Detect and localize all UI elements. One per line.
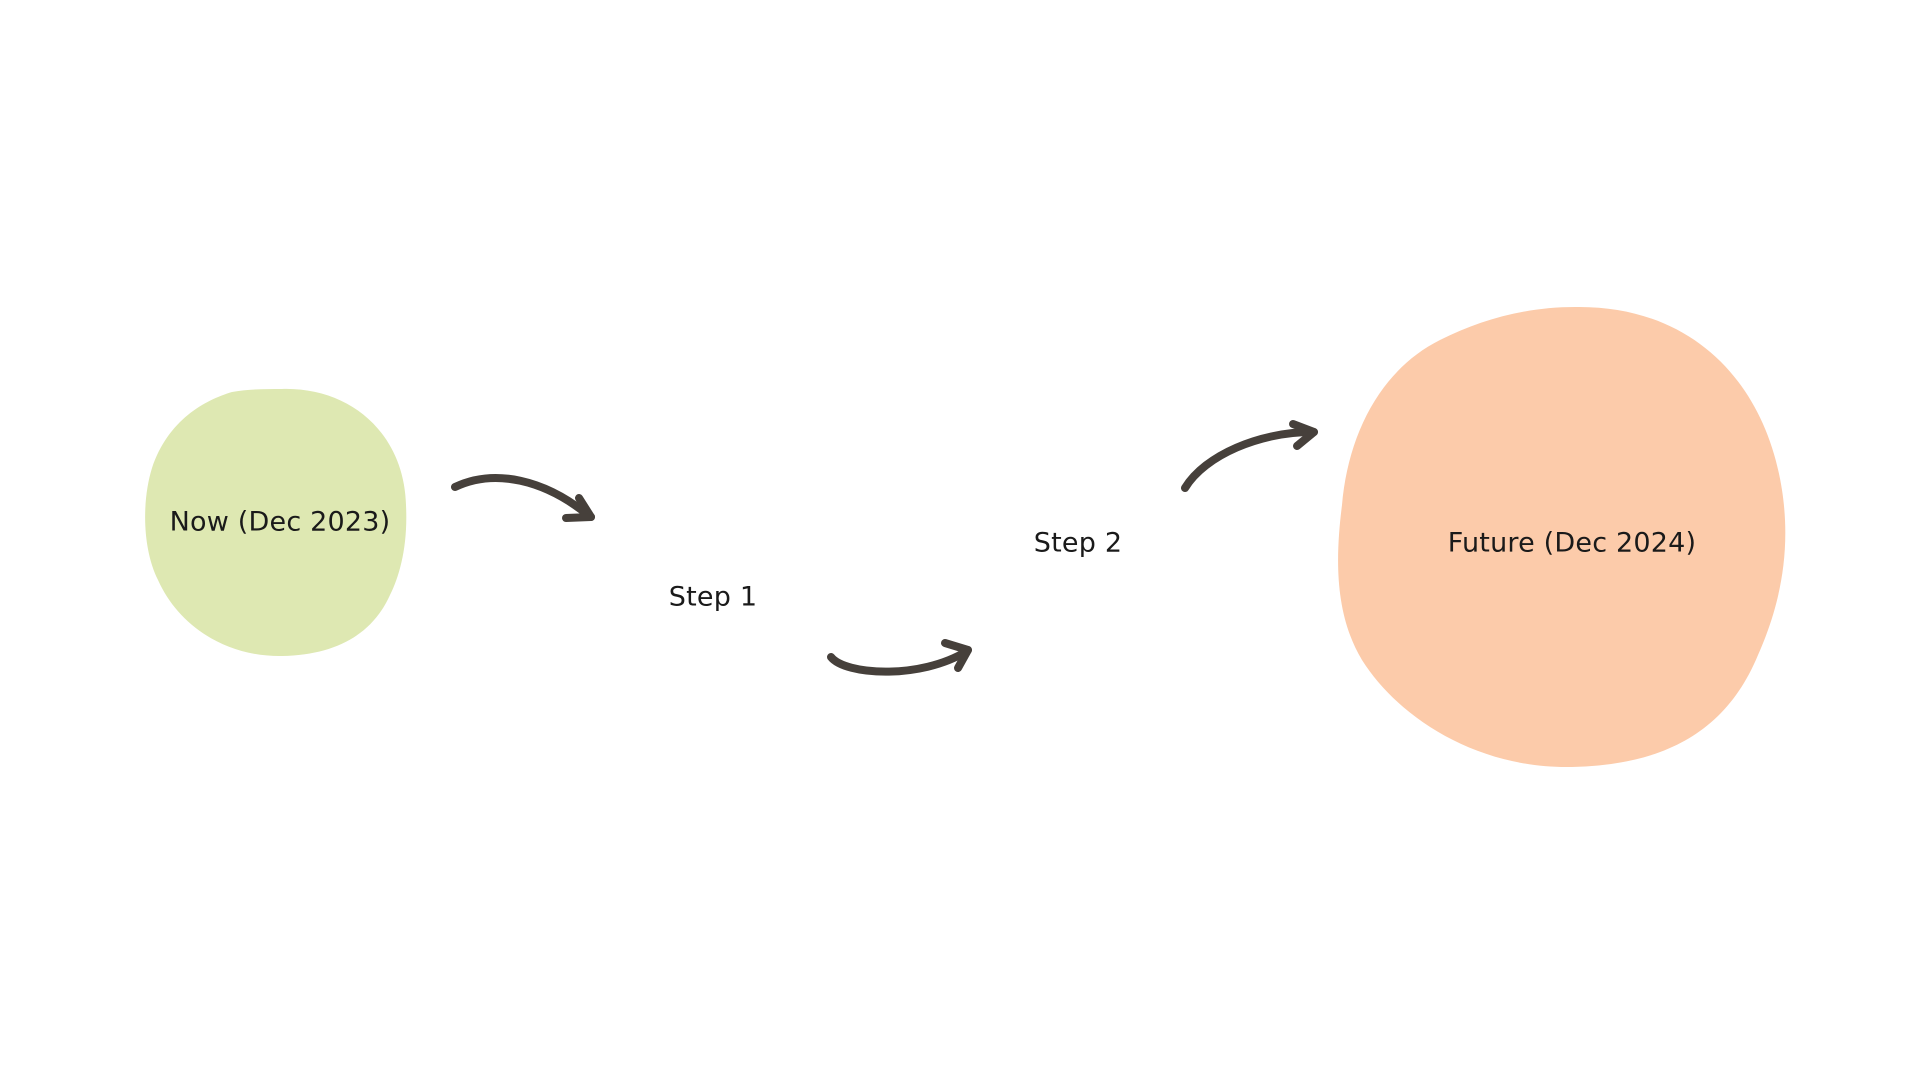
future-label: Future (Dec 2024) — [1447, 527, 1697, 559]
arrow-step2-to-future — [1181, 420, 1318, 492]
step1-label: Step 1 — [668, 581, 758, 613]
step2-label: Step 2 — [1033, 527, 1123, 559]
future-blob — [1338, 306, 1786, 768]
arrow-step1-to-step2 — [827, 639, 972, 676]
now-blob — [145, 388, 407, 657]
arrow-now-to-step1 — [451, 474, 595, 522]
now-label: Now (Dec 2023) — [169, 506, 391, 538]
